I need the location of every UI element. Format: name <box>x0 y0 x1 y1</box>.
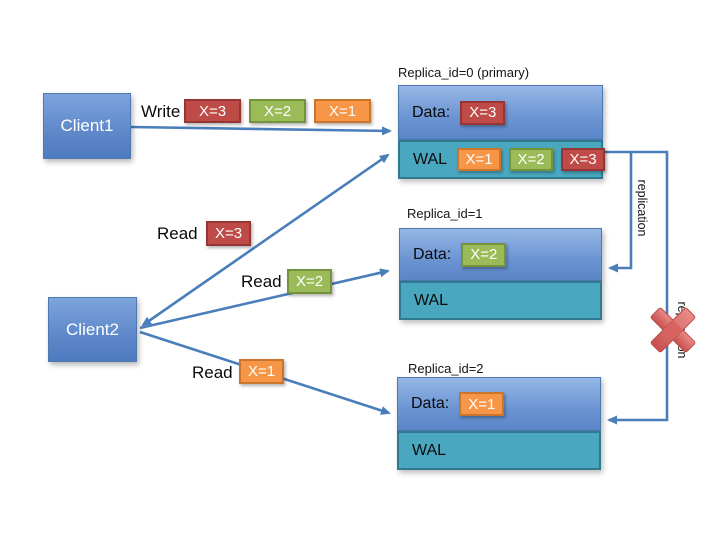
replica0-title: Replica_id=0 (primary) <box>398 65 530 80</box>
replication-failed-icon <box>650 307 696 353</box>
replica2-data-value-text: X=1 <box>468 395 496 413</box>
write-label: Write <box>141 102 181 121</box>
replica0-wal-x3-text: X=3 <box>569 151 597 168</box>
read2-value-text: X=2 <box>295 273 324 290</box>
replica2-data-value-badge: X=1 <box>459 392 505 416</box>
read3-value-badge: X=1 <box>239 359 284 384</box>
read1-label: Read <box>157 224 198 243</box>
read2-value-badge: X=2 <box>287 269 332 294</box>
read1-value-badge: X=3 <box>206 221 251 246</box>
replica1-data-label: Data: <box>413 245 452 263</box>
replica2-data-label: Data: <box>411 395 450 412</box>
read3-value-text: X=1 <box>247 363 276 380</box>
write-badge-x2-text: X=2 <box>263 102 292 120</box>
replica2-data-box: Data: X=1 <box>397 377 601 431</box>
replica0-wal-badge-x2: X=2 <box>509 148 554 171</box>
replica0-data-label: Data: <box>412 103 451 121</box>
replica1-wal-box: WAL <box>399 281 602 320</box>
read1-value-text: X=3 <box>214 225 243 242</box>
replica1-data-box: Data: X=2 <box>399 228 602 281</box>
replica0-wal-label: WAL <box>413 150 448 168</box>
replica0-data-value-text: X=3 <box>469 104 497 121</box>
write-badge-x1-text: X=1 <box>328 102 357 120</box>
client2-label: Client2 <box>66 319 119 339</box>
read2-label: Read <box>241 272 282 291</box>
replica1-data-value-badge: X=2 <box>461 242 507 267</box>
replica0-data-value-badge: X=3 <box>460 100 506 125</box>
replica1-wal-label: WAL <box>414 291 449 309</box>
replica0-wal-x1-text: X=1 <box>465 151 493 168</box>
replica0-wal-box: WAL X=1 X=2 X=3 <box>398 140 606 179</box>
replica1-title: Replica_id=1 <box>407 206 483 221</box>
replica0-wal-entries: X=1 X=2 X=3 <box>457 148 606 171</box>
write-badge-x1: X=1 <box>314 99 371 123</box>
replica2-wal-box: WAL <box>397 431 601 470</box>
read3-label: Read <box>192 363 233 382</box>
client1-box: Client1 <box>43 93 131 159</box>
client1-label: Client1 <box>60 116 114 135</box>
replication-label-top: replication <box>635 179 649 237</box>
replica1-data-value-text: X=2 <box>470 246 498 263</box>
replica0-data-box: Data: X=3 <box>398 85 603 140</box>
replica0-wal-badge-x1: X=1 <box>457 148 502 171</box>
write-badge-x2: X=2 <box>249 99 306 123</box>
replica2-wal-label: WAL <box>412 441 447 459</box>
write-badge-x3-text: X=3 <box>198 102 227 120</box>
replica2-title: Replica_id=2 <box>408 361 484 376</box>
write-value-badges: X=3 X=2 X=1 <box>184 99 371 123</box>
replica0-wal-badge-x3: X=3 <box>561 148 606 171</box>
client2-box: Client2 <box>48 297 137 362</box>
write-badge-x3: X=3 <box>184 99 241 123</box>
replica0-wal-x2-text: X=2 <box>517 151 545 168</box>
